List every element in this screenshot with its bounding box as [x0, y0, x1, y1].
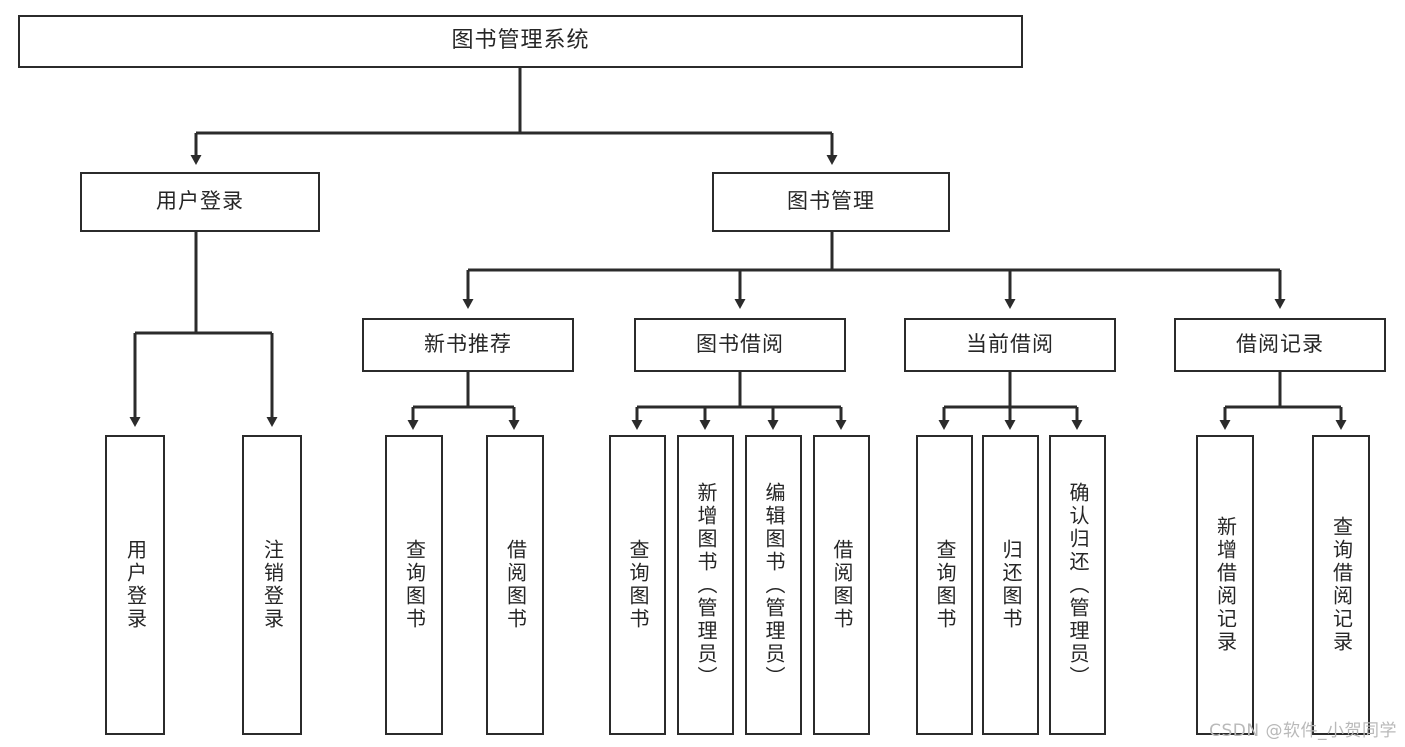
- node-book-borrow[interactable]: 图书借阅: [634, 318, 846, 372]
- node-label: 查询借阅记录: [1329, 516, 1354, 654]
- node-label: 查询图书: [402, 539, 427, 631]
- node-label: 归还图书: [999, 539, 1023, 631]
- node-label: 图书管理系统: [451, 28, 590, 54]
- node-label: 查询图书: [933, 539, 957, 631]
- node-label: 用户登录: [156, 189, 244, 214]
- node-label: 编辑图书（管理员）: [762, 481, 786, 689]
- node-leaf-confirm-return[interactable]: 确认归还（管理员）: [1049, 435, 1106, 735]
- node-root-book-management-system[interactable]: 图书管理系统: [18, 15, 1023, 68]
- node-label: 注销登录: [260, 539, 285, 631]
- node-label: 图书管理: [787, 189, 875, 214]
- node-leaf-logout[interactable]: 注销登录: [242, 435, 302, 735]
- node-label: 借阅图书: [830, 539, 854, 631]
- node-label: 确认归还（管理员）: [1066, 481, 1090, 689]
- node-leaf-borrow-book-1[interactable]: 借阅图书: [486, 435, 544, 735]
- node-label: 借阅记录: [1236, 332, 1324, 357]
- node-book-management[interactable]: 图书管理: [712, 172, 950, 232]
- node-leaf-user-login[interactable]: 用户登录: [105, 435, 165, 735]
- node-leaf-return-book[interactable]: 归还图书: [982, 435, 1039, 735]
- node-label: 图书借阅: [696, 332, 784, 357]
- node-label: 用户登录: [123, 539, 148, 631]
- node-leaf-add-borrow-record[interactable]: 新增借阅记录: [1196, 435, 1254, 735]
- node-new-book-recommendation[interactable]: 新书推荐: [362, 318, 574, 372]
- node-label: 新增图书（管理员）: [694, 481, 718, 689]
- node-label: 查询图书: [626, 539, 650, 631]
- node-leaf-query-book-3[interactable]: 查询图书: [916, 435, 973, 735]
- node-user-login[interactable]: 用户登录: [80, 172, 320, 232]
- node-label: 新增借阅记录: [1213, 516, 1238, 654]
- node-borrow-record[interactable]: 借阅记录: [1174, 318, 1386, 372]
- node-leaf-add-book[interactable]: 新增图书（管理员）: [677, 435, 734, 735]
- node-leaf-borrow-book-2[interactable]: 借阅图书: [813, 435, 870, 735]
- node-label: 新书推荐: [424, 332, 512, 357]
- node-current-borrow[interactable]: 当前借阅: [904, 318, 1116, 372]
- node-leaf-query-borrow-record[interactable]: 查询借阅记录: [1312, 435, 1370, 735]
- csdn-watermark: CSDN @软件_小贺同学: [1209, 721, 1397, 741]
- node-leaf-edit-book[interactable]: 编辑图书（管理员）: [745, 435, 802, 735]
- node-leaf-query-book-2[interactable]: 查询图书: [609, 435, 666, 735]
- node-leaf-query-book-1[interactable]: 查询图书: [385, 435, 443, 735]
- node-label: 当前借阅: [966, 332, 1054, 357]
- node-label: 借阅图书: [503, 539, 528, 631]
